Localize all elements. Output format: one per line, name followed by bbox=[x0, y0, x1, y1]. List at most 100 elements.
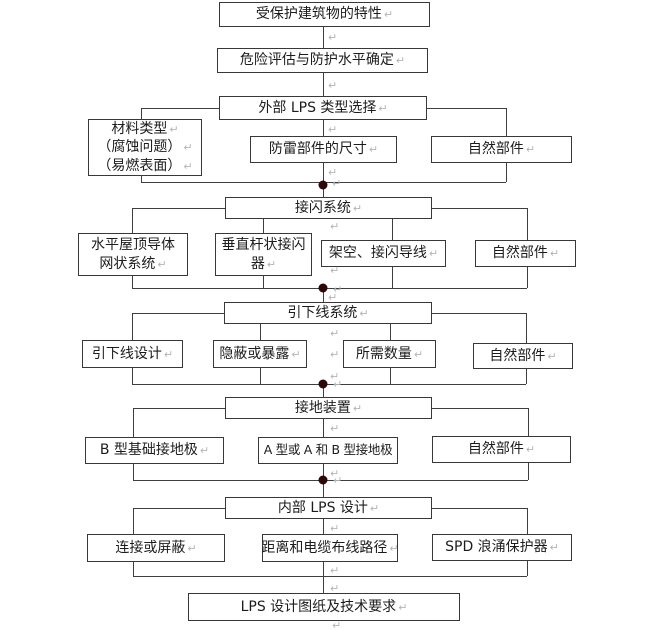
flow-node-vertical-rod-air-terminal: 垂直杆状接闪器↵ bbox=[215, 233, 312, 276]
flow-node-natural-components-4: 自然部件↵ bbox=[432, 436, 571, 463]
connector-line bbox=[133, 464, 134, 480]
paragraph-return-mark-icon: ↵ bbox=[330, 348, 340, 361]
flow-node-label: 自然部件↵ bbox=[467, 441, 536, 458]
connector-line bbox=[527, 208, 528, 240]
flow-node-distance-and-cable-routing: 距离和电缆布线路径↵ bbox=[261, 534, 399, 562]
connector-line bbox=[133, 480, 528, 481]
paragraph-return-mark-icon: ↵ bbox=[547, 349, 557, 363]
connector-line bbox=[432, 508, 527, 509]
connector-line bbox=[133, 576, 527, 577]
connector-line bbox=[323, 384, 324, 397]
paragraph-return-mark-icon: ↵ bbox=[369, 501, 380, 515]
flow-node-label: （易燃表面）↵ bbox=[97, 157, 193, 174]
paragraph-return-mark-icon: ↵ bbox=[328, 123, 338, 136]
connector-line bbox=[323, 464, 324, 480]
connector-line bbox=[506, 108, 507, 136]
paragraph-return-mark-icon: ↵ bbox=[330, 422, 340, 435]
flow-node-label: 架空、接闪导线↵ bbox=[328, 245, 439, 262]
flow-node-label: A 型或 A 和 B 型接地极 bbox=[263, 442, 393, 458]
flow-node-down-conductor-design: 引下线设计↵ bbox=[82, 340, 183, 368]
paragraph-return-mark-icon: ↵ bbox=[187, 541, 197, 555]
paragraph-return-mark-icon: ↵ bbox=[428, 247, 439, 261]
paragraph-return-mark-icon: ↵ bbox=[330, 522, 340, 535]
connector-line bbox=[390, 368, 391, 384]
paragraph-return-mark-icon: ↵ bbox=[291, 347, 301, 361]
paragraph-return-mark-icon: ↵ bbox=[333, 283, 343, 296]
paragraph-return-mark-icon: ↵ bbox=[525, 143, 536, 157]
paragraph-return-mark-icon: ↵ bbox=[163, 347, 174, 361]
paragraph-return-mark-icon: ↵ bbox=[330, 327, 340, 340]
paragraph-return-mark-icon: ↵ bbox=[157, 257, 167, 271]
flow-node-type-a-or-a-and-b-earth-electrode: A 型或 A 和 B 型接地极 bbox=[258, 437, 398, 464]
flow-node-lps-drawings-and-technical-requirements: LPS 设计图纸及技术要求↵ bbox=[188, 593, 460, 621]
flow-node-label: 垂直杆状接闪 bbox=[221, 237, 306, 254]
connector-line bbox=[392, 267, 393, 288]
connector-line bbox=[132, 313, 224, 314]
flow-node-label: B 型基础接地极↵ bbox=[99, 442, 210, 459]
flow-node-label: 自然部件↵ bbox=[489, 347, 557, 364]
connector-line bbox=[132, 208, 133, 233]
flow-node-protected-building-characteristics: 受保护建筑物的特性↵ bbox=[219, 2, 430, 27]
flow-node-label: SPD 浪涌保护器↵ bbox=[445, 539, 559, 556]
paragraph-return-mark-icon: ↵ bbox=[333, 378, 343, 391]
flow-node-label: 内部 LPS 设计↵ bbox=[277, 499, 380, 516]
paragraph-return-mark-icon: ↵ bbox=[328, 291, 338, 304]
connector-line bbox=[132, 208, 225, 209]
connector-line bbox=[323, 519, 324, 534]
paragraph-return-mark-icon: ↵ bbox=[333, 474, 343, 487]
paragraph-return-mark-icon: ↵ bbox=[330, 564, 340, 577]
flow-node-label: 材料类型↵ bbox=[111, 120, 179, 137]
flow-node-label: 引下线设计↵ bbox=[91, 345, 174, 362]
paragraph-return-mark-icon: ↵ bbox=[332, 619, 342, 630]
flow-node-risk-assessment-protection-level: 危险评估与防护水平确定↵ bbox=[217, 48, 428, 73]
junction-dot bbox=[318, 379, 328, 389]
connector-line bbox=[141, 175, 142, 182]
flow-node-label: 距离和电缆布线路径↵ bbox=[261, 539, 399, 556]
flow-node-label: LPS 设计图纸及技术要求↵ bbox=[240, 598, 408, 615]
junction-dot bbox=[318, 283, 328, 293]
flow-node-concealed-or-exposed: 隐蔽或暴露↵ bbox=[213, 340, 307, 368]
flow-node-label: （腐蚀问题）↵ bbox=[97, 139, 193, 156]
paragraph-return-mark-icon: ↵ bbox=[525, 443, 536, 457]
paragraph-return-mark-icon: ↵ bbox=[359, 306, 369, 320]
paragraph-return-mark-icon: ↵ bbox=[398, 600, 408, 614]
connector-line bbox=[133, 508, 225, 509]
paragraph-return-mark-icon: ↵ bbox=[368, 143, 379, 157]
paragraph-return-mark-icon: ↵ bbox=[266, 257, 277, 271]
flow-node-label: 网状系统↵ bbox=[99, 255, 167, 272]
flow-node-label: 水平屋顶导体 bbox=[91, 237, 175, 254]
connector-line bbox=[527, 267, 528, 288]
flow-node-external-lps-type-selection: 外部 LPS 类型选择↵ bbox=[219, 96, 427, 120]
connector-line bbox=[323, 288, 324, 302]
connector-line bbox=[432, 208, 527, 209]
paragraph-return-mark-icon: ↵ bbox=[395, 54, 406, 68]
flow-node-spd-surge-protector: SPD 浪涌保护器↵ bbox=[432, 534, 572, 561]
connector-line bbox=[133, 508, 134, 534]
paragraph-return-mark-icon: ↵ bbox=[330, 220, 340, 233]
flow-node-label: 自然部件↵ bbox=[491, 245, 560, 262]
flow-node-down-conductor-system: 引下线系统↵ bbox=[224, 302, 432, 324]
connector-line bbox=[323, 576, 324, 593]
paragraph-return-mark-icon: ↵ bbox=[389, 541, 399, 555]
flow-node-label: 引下线系统↵ bbox=[287, 304, 369, 321]
connector-line bbox=[133, 408, 225, 409]
paragraph-return-mark-icon: ↵ bbox=[169, 122, 179, 136]
flow-node-label: 接地装置↵ bbox=[294, 399, 363, 416]
connector-line bbox=[132, 313, 133, 340]
paragraph-return-mark-icon: ↵ bbox=[332, 177, 342, 190]
flow-node-type-b-foundation-earth-electrode: B 型基础接地极↵ bbox=[85, 437, 224, 464]
flow-node-label: 受保护建筑物的特性↵ bbox=[255, 6, 394, 23]
flow-node-natural-components-3: 自然部件↵ bbox=[473, 343, 573, 369]
flow-node-lightning-component-dimensions: 防雷部件的尺寸↵ bbox=[250, 136, 397, 163]
connector-line bbox=[141, 108, 142, 119]
flow-node-label: 器↵ bbox=[250, 255, 277, 272]
flow-node-label: 防雷部件的尺寸↵ bbox=[268, 141, 379, 158]
paragraph-return-mark-icon: ↵ bbox=[183, 141, 193, 155]
flow-node-natural-components-2: 自然部件↵ bbox=[475, 240, 576, 267]
paragraph-return-mark-icon: ↵ bbox=[352, 201, 363, 215]
connector-line bbox=[528, 463, 529, 480]
flow-node-horizontal-roof-conductor-mesh: 水平屋顶导体网状系统↵ bbox=[78, 233, 188, 276]
paragraph-return-mark-icon: ↵ bbox=[413, 347, 424, 361]
connector-line bbox=[263, 276, 264, 288]
connector-line bbox=[133, 408, 134, 437]
